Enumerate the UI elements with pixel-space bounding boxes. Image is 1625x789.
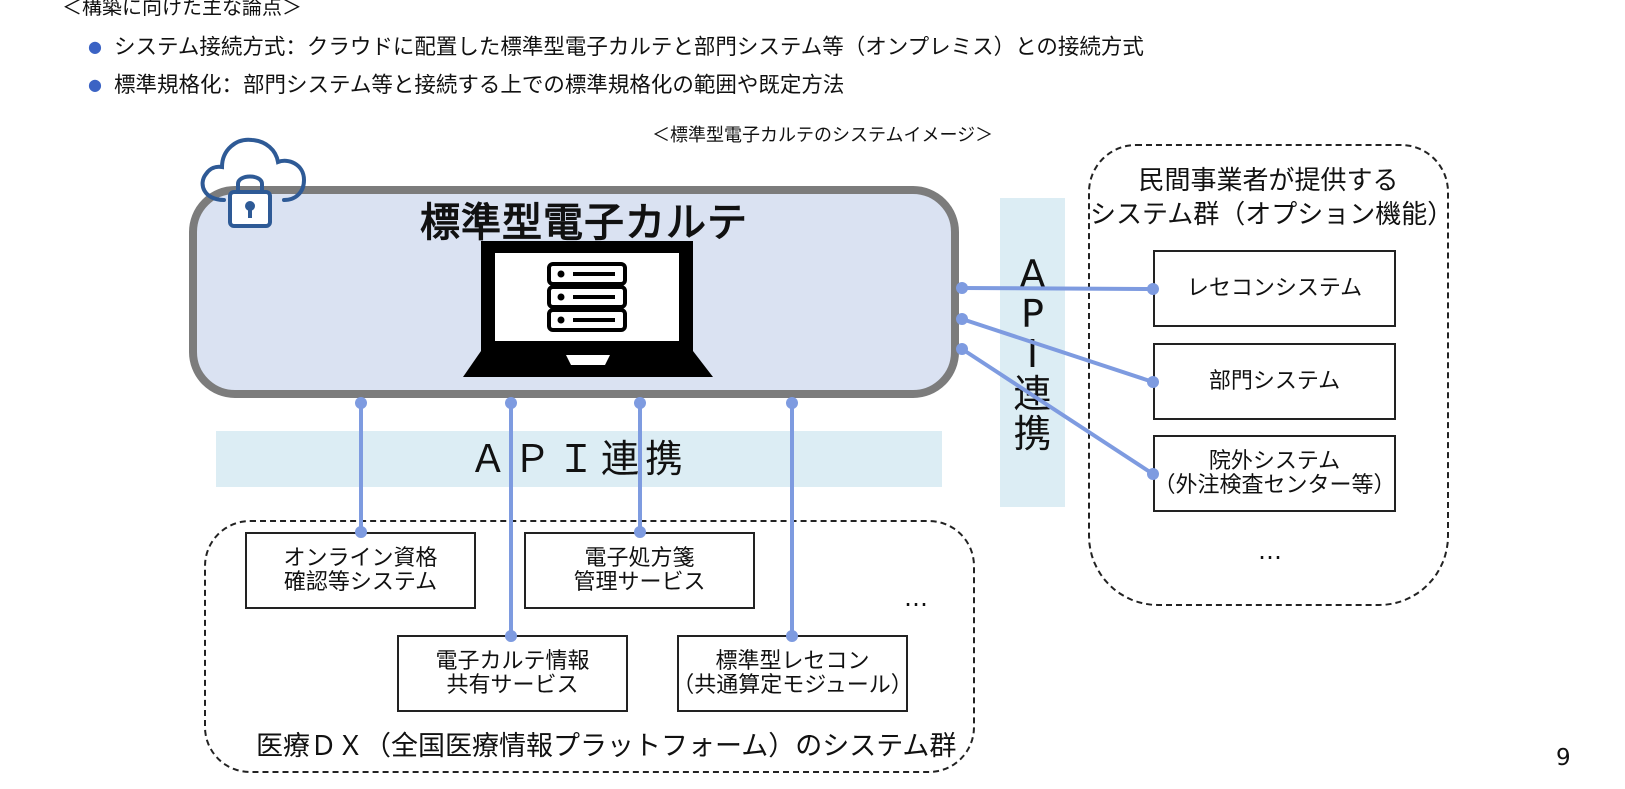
box-label: （共通算定モジュール） <box>672 672 913 698</box>
diagram-caption: ＜標準型電子カルテのシステムイメージ＞ <box>652 125 994 146</box>
section-heading: ＜構築に向けた主な論点＞ <box>62 0 302 19</box>
more-dx-systems-ellipsis: … <box>904 584 929 612</box>
group-title-line: 民間事業者が提供する <box>1138 166 1399 196</box>
laptop-server-icon <box>463 241 713 377</box>
private-vendor-systems-group <box>1088 144 1449 606</box>
cloud-lock-icon <box>200 137 307 228</box>
bullet-list: ● システム接続方式：クラウドに配置した標準型電子カルテと部門システム等（オンプレ… <box>88 28 1144 104</box>
bullet-icon: ● <box>88 37 102 56</box>
page-number: 9 <box>1556 745 1571 771</box>
external-system-box: 院外システム （外注検査センター等） <box>1153 435 1396 512</box>
box-label: 共有サービス <box>446 672 579 698</box>
connector-dot <box>505 397 517 409</box>
bullet-text: システム接続方式：クラウドに配置した標準型電子カルテと部門システム等（オンプレミ… <box>114 35 1144 60</box>
box-label: レセコンシステム <box>1186 275 1363 301</box>
connector-dot <box>1147 468 1159 480</box>
connector-line <box>961 286 1154 291</box>
box-label: 標準型レセコン <box>715 648 870 674</box>
connector-dot <box>355 397 367 409</box>
department-system-box: 部門システム <box>1153 343 1396 420</box>
box-label: 電子処方箋 <box>584 545 695 571</box>
api-integration-band-vertical: A P I 連 携 <box>1000 198 1065 507</box>
connector-dot <box>956 282 968 294</box>
connector-line <box>961 317 1154 384</box>
connector-dot <box>634 397 646 409</box>
api-band-char: I <box>1026 332 1039 376</box>
connector-dot <box>1147 283 1159 295</box>
connector-line <box>960 347 1155 476</box>
box-label: 管理サービス <box>573 569 706 595</box>
box-label: 部門システム <box>1208 368 1341 394</box>
api-integration-band-horizontal: ＡＰＩ連携 <box>216 431 942 487</box>
online-eligibility-system-box: オンライン資格 確認等システム <box>245 532 476 609</box>
connector-dot <box>786 397 798 409</box>
ehr-title: 標準型電子カルテ <box>420 200 748 246</box>
box-label: 電子カルテ情報 <box>435 648 590 674</box>
connector-dot <box>634 526 646 538</box>
medical-dx-systems-group <box>204 520 975 773</box>
api-band-char: 携 <box>1013 412 1052 456</box>
receipt-computer-system-box: レセコンシステム <box>1153 250 1396 327</box>
bullet-item: ● システム接続方式：クラウドに配置した標準型電子カルテと部門システム等（オンプレ… <box>88 28 1144 66</box>
connector-dot <box>956 343 968 355</box>
more-systems-ellipsis: … <box>1258 537 1283 565</box>
e-prescription-service-box: 電子処方箋 管理サービス <box>524 532 755 609</box>
box-label: 院外システム <box>1208 448 1341 474</box>
group-title-line: システム群（オプション機能） <box>1090 200 1454 230</box>
box-label: オンライン資格 <box>283 545 438 571</box>
connector-dot <box>1147 376 1159 388</box>
box-label: （外注検査センター等） <box>1153 472 1396 498</box>
private-vendor-group-title: 民間事業者が提供する システム群（オプション機能） <box>1090 164 1454 232</box>
ehr-info-sharing-service-box: 電子カルテ情報 共有サービス <box>397 635 628 712</box>
connector-dot <box>355 526 367 538</box>
connector-dot <box>786 630 798 642</box>
bullet-text: 標準規格化：部門システム等と接続する上での標準規格化の範囲や既定方法 <box>114 73 845 98</box>
api-band-char: P <box>1021 292 1044 336</box>
box-label: 確認等システム <box>283 569 438 595</box>
medical-dx-group-label: 医療ＤＸ（全国医療情報プラットフォーム）のシステム群 <box>256 731 957 762</box>
connector-dot <box>956 313 968 325</box>
bullet-item: ● 標準規格化：部門システム等と接続する上での標準規格化の範囲や既定方法 <box>88 66 1144 104</box>
connector-dot <box>505 630 517 642</box>
bullet-icon: ● <box>88 75 102 94</box>
